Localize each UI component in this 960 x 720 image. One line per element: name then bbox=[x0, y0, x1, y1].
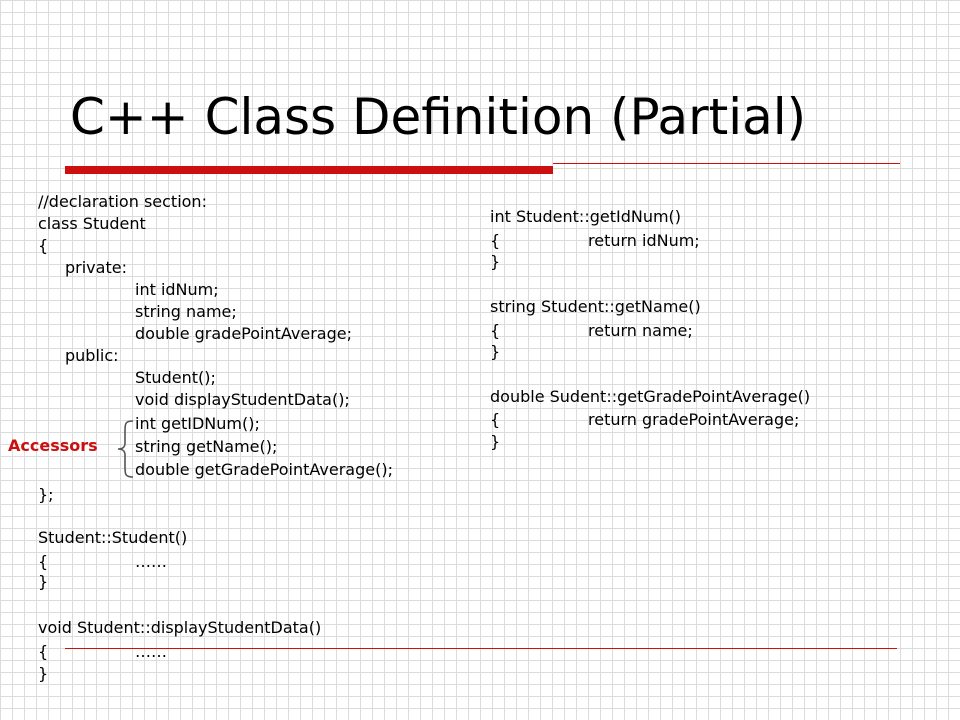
code-line: string Student::getName() bbox=[490, 297, 701, 316]
code-line: double Sudent::getGradePointAverage() bbox=[490, 387, 811, 406]
code-line: //declaration section: bbox=[38, 192, 207, 211]
code-line: double getGradePointAverage(); bbox=[135, 460, 393, 479]
slide-title: C++ Class Definition (Partial) bbox=[70, 88, 807, 146]
code-line: } bbox=[38, 664, 49, 683]
code-line: { bbox=[490, 321, 501, 340]
code-line: { bbox=[38, 236, 49, 255]
code-line: …… bbox=[135, 642, 167, 661]
code-line: { bbox=[490, 410, 501, 429]
code-line: int getIDNum(); bbox=[135, 414, 260, 433]
code-line: return gradePointAverage; bbox=[588, 410, 800, 429]
code-line: public: bbox=[65, 346, 119, 365]
accessors-label: Accessors bbox=[8, 436, 98, 455]
code-line: …… bbox=[135, 552, 167, 571]
code-line: return idNum; bbox=[588, 231, 700, 250]
title-underline-thin bbox=[553, 163, 900, 164]
code-line: double gradePointAverage; bbox=[135, 324, 352, 343]
code-line: Student(); bbox=[135, 368, 216, 387]
code-line: private: bbox=[65, 258, 127, 277]
code-line: return name; bbox=[588, 321, 693, 340]
code-line: { bbox=[38, 552, 49, 571]
code-line: int idNum; bbox=[135, 280, 219, 299]
code-line: { bbox=[38, 642, 49, 661]
code-line: } bbox=[38, 572, 49, 591]
code-line: } bbox=[490, 342, 501, 361]
code-line: void Student::displayStudentData() bbox=[38, 618, 322, 637]
accessors-brace-icon bbox=[117, 420, 134, 478]
code-line: string name; bbox=[135, 302, 237, 321]
code-line: }; bbox=[38, 485, 54, 504]
code-line: { bbox=[490, 231, 501, 250]
code-line: Student::Student() bbox=[38, 528, 188, 547]
code-line: class Student bbox=[38, 214, 146, 233]
code-line: } bbox=[490, 252, 501, 271]
code-line: int Student::getIdNum() bbox=[490, 207, 682, 226]
code-line: } bbox=[490, 432, 501, 451]
bottom-divider bbox=[65, 648, 897, 649]
title-underline-red bbox=[65, 166, 553, 174]
code-line: string getName(); bbox=[135, 437, 278, 456]
code-line: void displayStudentData(); bbox=[135, 390, 350, 409]
